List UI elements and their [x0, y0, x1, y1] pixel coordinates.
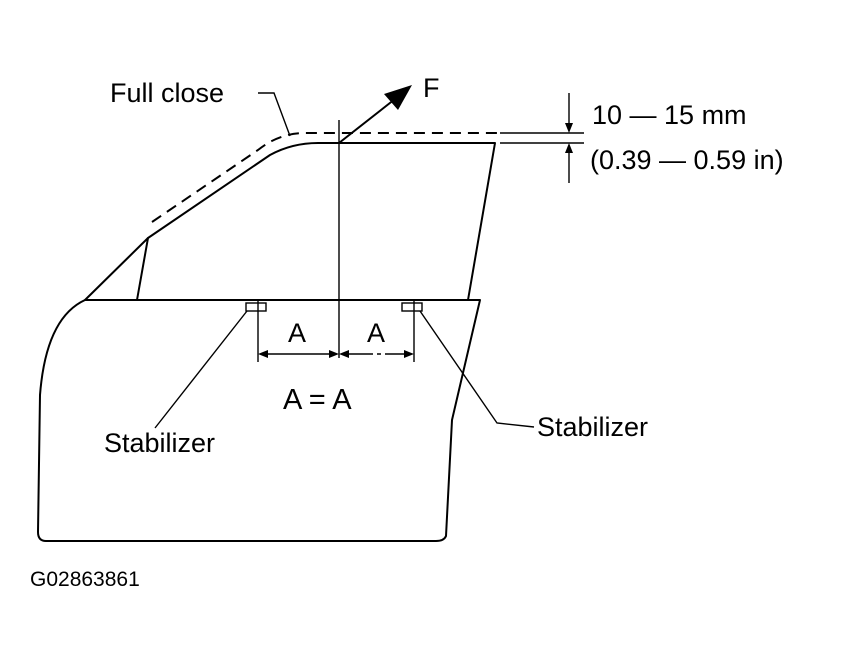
dim-a-left-arrow-start [258, 350, 268, 358]
door-panel-outline [37, 299, 481, 542]
gap-dim-arrowhead-lower [565, 143, 573, 153]
force-arrow-shaft [338, 98, 396, 144]
mirror-corner-piece [84, 237, 149, 301]
dim-a-right-label: A [367, 318, 385, 348]
window-glass-outline [147, 142, 496, 301]
dim-a-left-arrow-end [329, 350, 339, 358]
full-close-leader [258, 92, 291, 137]
gap-in-label: (0.39 — 0.59 in) [590, 145, 784, 175]
stabilizer-right-label: Stabilizer [537, 412, 648, 442]
stabilizer-left-block [245, 302, 267, 312]
stabilizer-left-leader [154, 310, 248, 429]
dim-a-left-label: A [288, 318, 306, 348]
force-arrow-head [384, 85, 412, 110]
stabilizer-left-label: Stabilizer [104, 428, 215, 458]
figure-code: G02863861 [30, 568, 140, 591]
gap-dim-arrowhead-upper [565, 123, 573, 133]
dim-a-right-arrow-start [339, 350, 349, 358]
equation-label: A = A [283, 384, 352, 416]
stabilizer-right-leader [419, 310, 535, 428]
force-label: F [423, 73, 440, 103]
full-close-label: Full close [110, 78, 224, 108]
dim-a-right-arrow-end [404, 350, 414, 358]
gap-mm-label: 10 — 15 mm [592, 100, 747, 130]
full-close-glass-outline [151, 132, 497, 223]
stabilizer-right-block [401, 302, 423, 312]
